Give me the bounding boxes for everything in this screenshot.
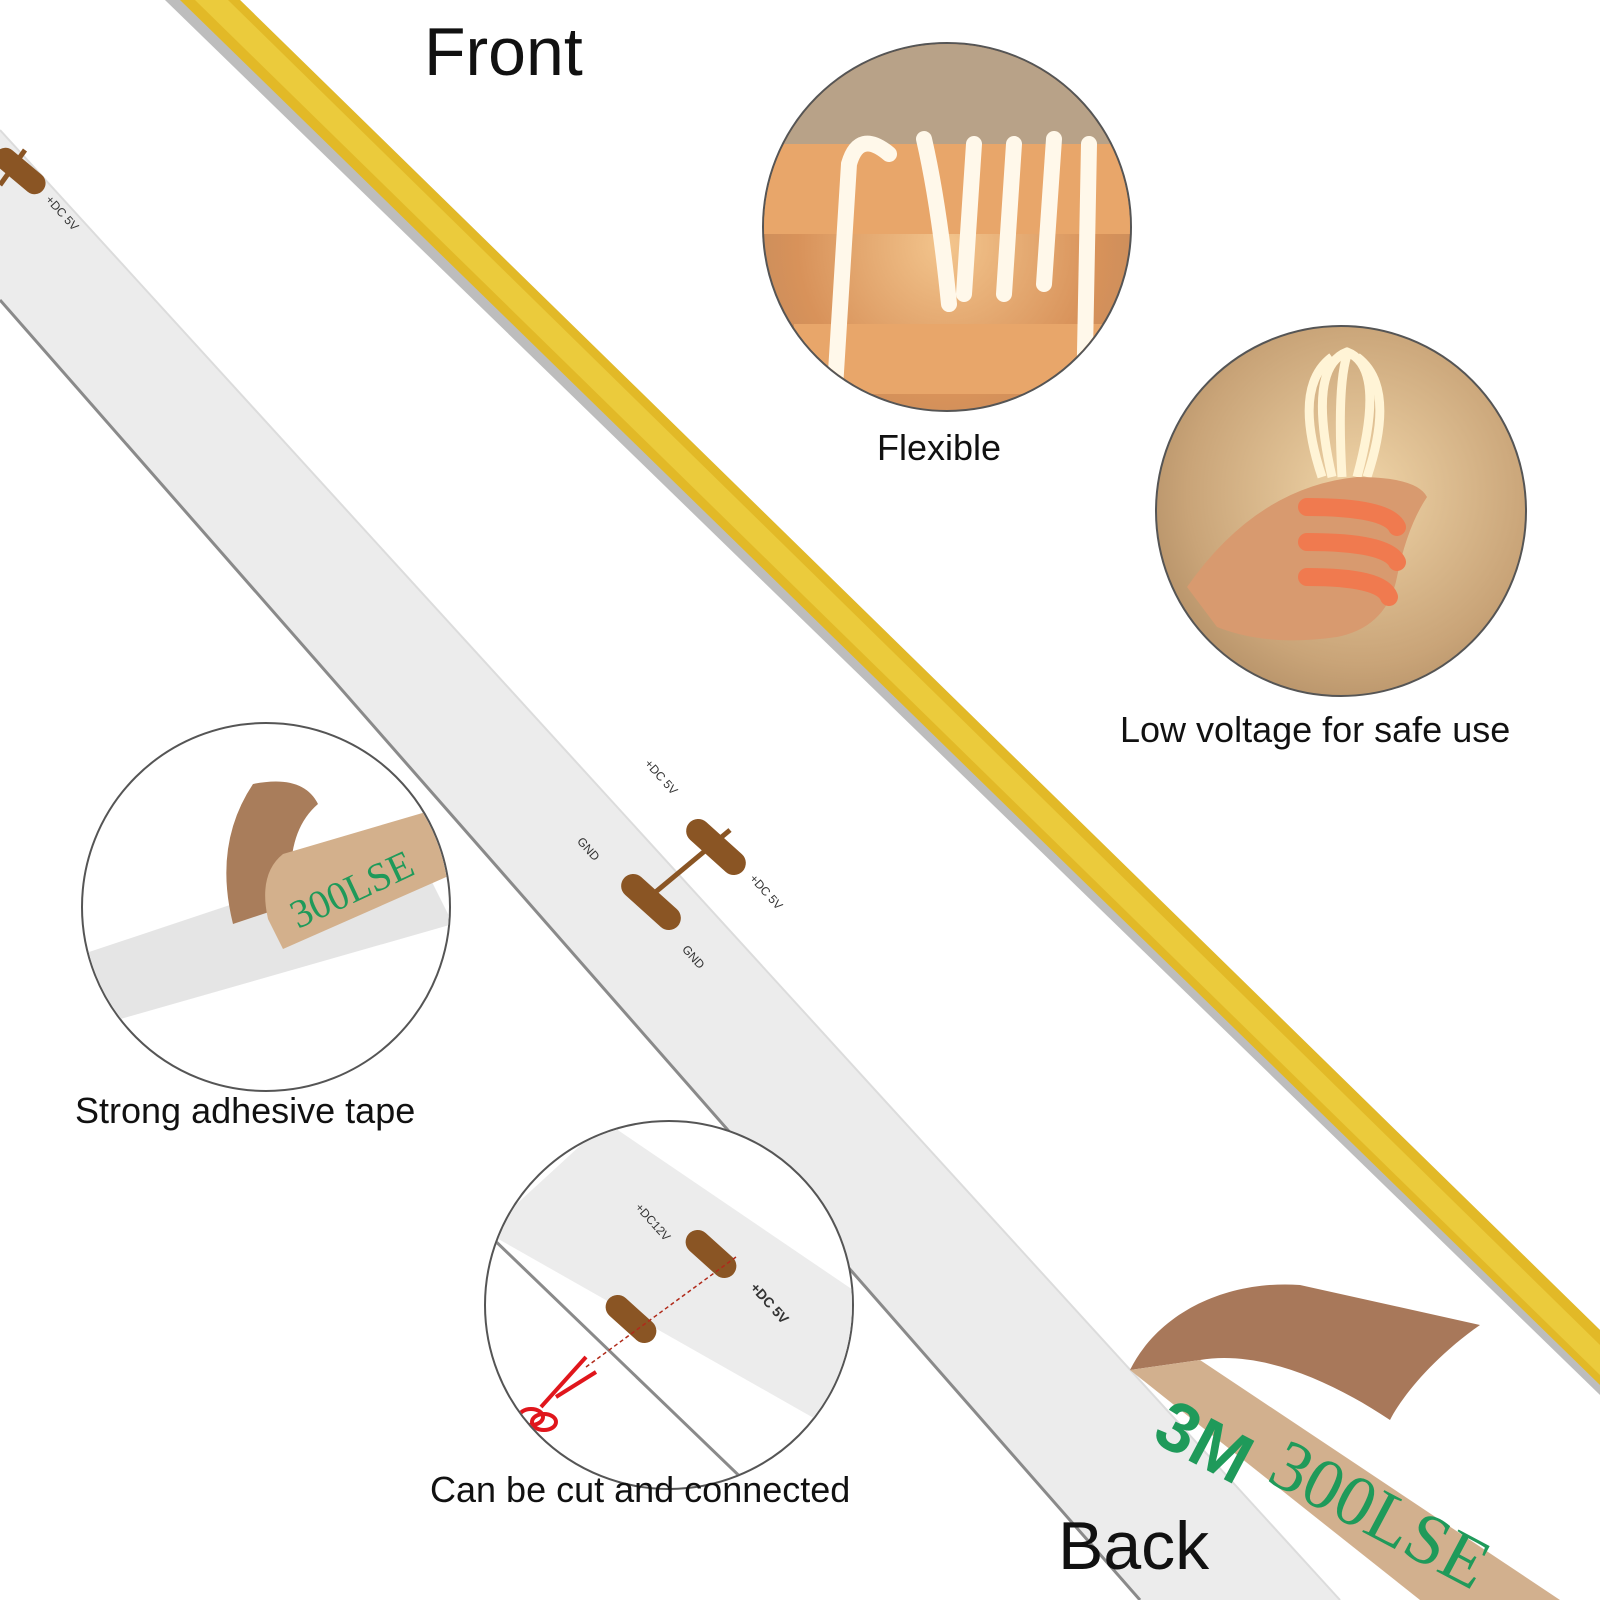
solder-pads-top xyxy=(0,147,46,195)
feature-low-voltage-image xyxy=(1155,325,1527,697)
adhesive-tape-icon: 300LSE xyxy=(83,781,449,1024)
pcb-strip-back xyxy=(0,129,1341,1600)
feature-flexible-image xyxy=(762,42,1132,412)
feature-low-voltage-caption: Low voltage for safe use xyxy=(1120,709,1511,750)
feature-flexible-caption: Flexible xyxy=(877,427,1002,468)
feature-cut-caption: Can be cut and connected xyxy=(430,1469,851,1510)
hand-holding-led-icon xyxy=(1187,347,1427,641)
feature-cut-image xyxy=(484,1120,854,1490)
scissors-cut-icon xyxy=(486,1122,852,1488)
feature-adhesive-caption: Strong adhesive tape xyxy=(75,1090,416,1131)
hand-wrapped-led-icon xyxy=(764,44,1130,410)
back-label: Back xyxy=(1058,1508,1210,1584)
solder-pads-middle xyxy=(621,818,746,931)
front-label: Front xyxy=(424,14,583,90)
feature-adhesive-image: 300LSE xyxy=(81,722,451,1092)
led-strip-front xyxy=(165,0,1600,1395)
